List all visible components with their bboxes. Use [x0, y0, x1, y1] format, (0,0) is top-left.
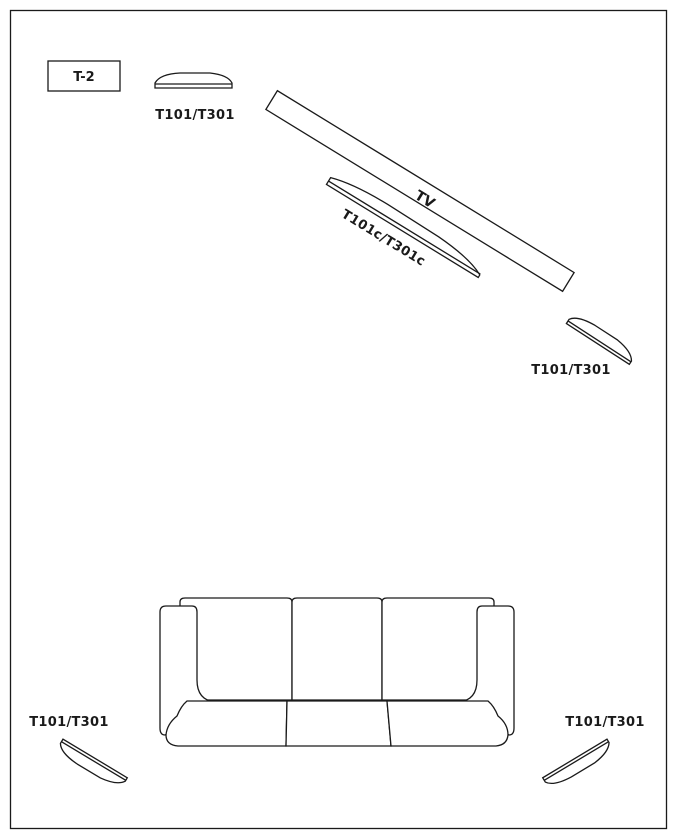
- center-speaker: [325, 176, 481, 279]
- front-left-speaker-shape: [154, 72, 233, 89]
- front-left-speaker: [154, 72, 233, 89]
- rear-right-speaker-edge: [543, 741, 609, 781]
- front-right-speaker: [565, 317, 633, 366]
- rear-right-speaker-shape: [541, 738, 610, 784]
- center-speaker-edge: [328, 180, 481, 275]
- sofa-seat-cushion-left: [165, 700, 288, 747]
- front-right-speaker-edge: [567, 320, 632, 363]
- rear-right-speaker: [541, 738, 610, 784]
- front-right-speaker-shape: [565, 317, 633, 366]
- tv: [264, 89, 576, 293]
- rear-left-speaker-edge: [61, 741, 127, 781]
- sofa-back-cushion-right: [381, 597, 495, 701]
- sofa: [159, 597, 515, 747]
- rear-left-speaker-label: T101/T301: [29, 715, 108, 730]
- sofa-back-cushion-middle: [291, 597, 383, 701]
- diagram-frame: [9, 9, 668, 830]
- rear-left-speaker: [59, 738, 129, 784]
- sofa-seat-cushion-right: [386, 700, 509, 747]
- rear-left-speaker-shape: [59, 738, 129, 784]
- sofa-seat-cushion-middle: [285, 700, 392, 747]
- front-left-speaker-label: T101/T301: [155, 108, 234, 123]
- diagram-tag: T-2: [47, 60, 121, 92]
- rear-right-speaker-label: T101/T301: [565, 715, 644, 730]
- tv-shape: [264, 89, 576, 293]
- diagram-tag-text: T-2: [73, 70, 94, 85]
- diagram-tag-box: [47, 60, 121, 92]
- front-right-speaker-label: T101/T301: [531, 363, 610, 378]
